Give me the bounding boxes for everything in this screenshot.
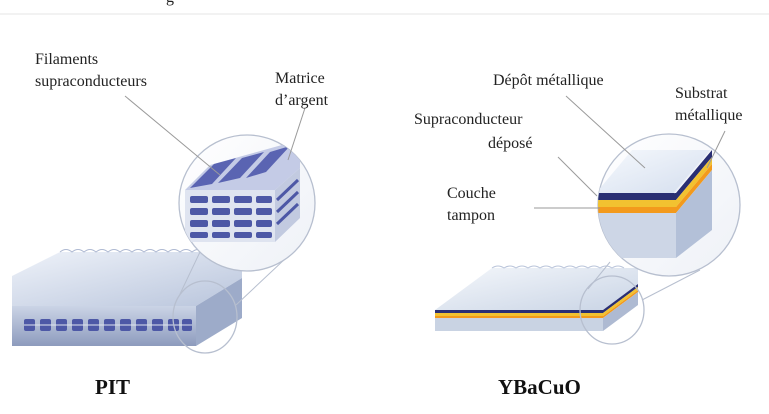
ybco-layer-supra [435, 313, 603, 316]
ybco-connector-a [587, 261, 611, 290]
caption-pit: PIT [95, 375, 131, 399]
pit-tape-top [12, 252, 242, 306]
label-depot: Dépôt métallique [493, 72, 604, 89]
pit-connector-a [179, 251, 201, 295]
label-filaments-line2: supraconducteurs [35, 73, 147, 90]
pit-small-circle [172, 280, 238, 354]
leader-matrice [287, 107, 306, 161]
ybco-tape [435, 265, 638, 331]
leader-filaments [124, 95, 221, 176]
label-substrat-line2: métallique [675, 107, 743, 124]
ybco-tape-top [435, 268, 638, 310]
ybco-small-circle [579, 275, 645, 345]
cropped-letter: g [166, 0, 174, 8]
pit-tape-ridges [59, 249, 205, 253]
ybco-connector-b [641, 269, 701, 301]
ybco-zoom-circle [597, 133, 741, 277]
label-matrice-line2: d’argent [275, 92, 329, 109]
label-couche-line2: tampon [447, 207, 495, 224]
ybco-layer-substrate [435, 318, 603, 331]
label-supra-line2: déposé [488, 135, 533, 152]
pit-zoom-circle [178, 134, 316, 272]
label-supra-line1: Supraconducteur [414, 111, 523, 128]
label-couche-line1: Couche [447, 185, 496, 202]
ybco-tape-ridges [491, 265, 625, 269]
pit-connector-b [235, 257, 287, 306]
cropped-top-text: g [0, 0, 769, 14]
leader-depot [565, 95, 646, 169]
pit-tape [12, 249, 242, 346]
label-substrat-line1: Substrat [675, 85, 728, 102]
leader-supra [557, 156, 598, 197]
leader-substrat [706, 130, 726, 169]
caption-ybacuo: YBaCuO [498, 375, 581, 399]
label-filaments-line1: Filaments [35, 51, 99, 68]
ybco-layer-metal [435, 310, 603, 313]
ybco-layer-buffer [435, 316, 603, 318]
label-matrice-line1: Matrice [275, 70, 325, 87]
